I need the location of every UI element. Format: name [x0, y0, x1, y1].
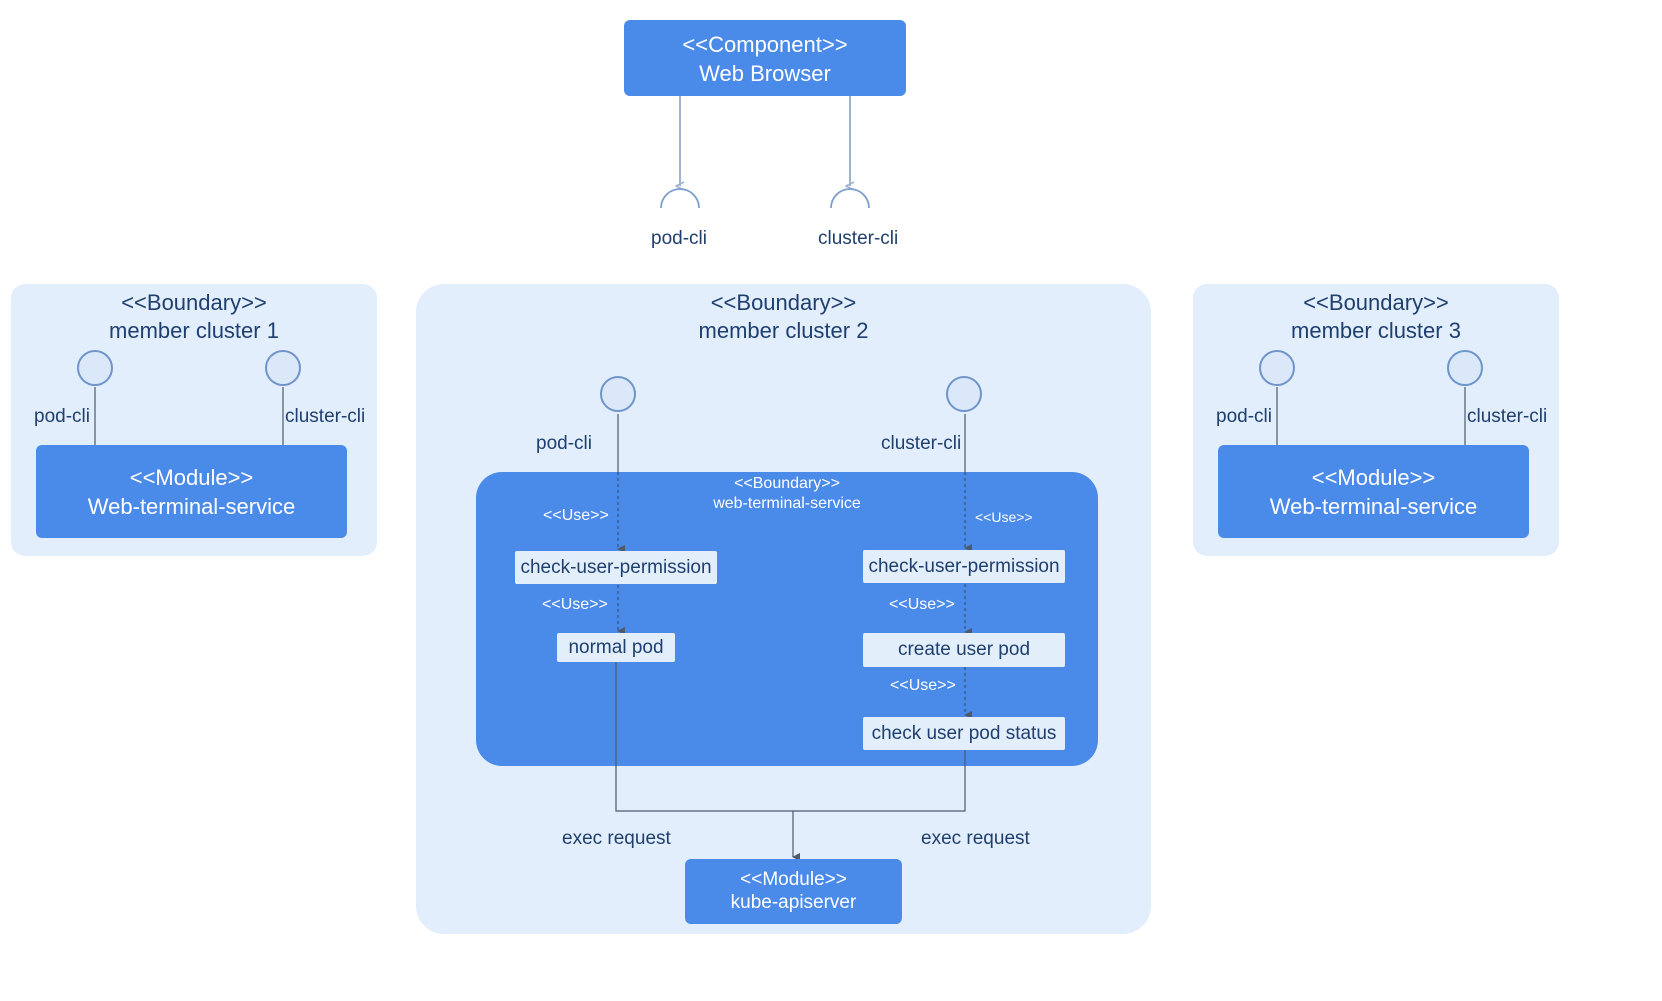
c2-pod-cli-label: pod-cli [536, 433, 592, 454]
web-browser-stereotype: <<Component>> [682, 32, 848, 57]
c3-pod-cli-interface-icon[interactable] [1259, 350, 1295, 386]
cluster1-name: member cluster 1 [109, 318, 279, 343]
c1-module-name: Web-terminal-service [87, 494, 296, 519]
use-label-4: <<Use>> [889, 596, 955, 613]
c3-web-terminal-module[interactable]: <<Module>> Web-terminal-service [1218, 445, 1529, 538]
c3-cluster-cli-interface-icon[interactable] [1447, 350, 1483, 386]
exec-request-right-label: exec request [921, 828, 1030, 849]
kube-apiserver-module[interactable]: <<Module>> kube-apiserver [685, 859, 902, 924]
c1-pod-cli-interface-icon[interactable] [77, 350, 113, 386]
normal-pod[interactable]: normal pod [557, 633, 675, 662]
pod-cli-socket-icon [660, 188, 700, 209]
exec-request-left-label: exec request [562, 828, 671, 849]
web-browser-component[interactable]: <<Component>> Web Browser [624, 20, 906, 96]
c3-pod-cli-label: pod-cli [1216, 406, 1272, 427]
cluster3-name: member cluster 3 [1291, 318, 1461, 343]
exec-request-left-line [615, 662, 793, 812]
use-label-2: <<Use>> [542, 596, 608, 613]
top-pod-cli-label: pod-cli [651, 228, 707, 249]
c3-cluster-cli-label: cluster-cli [1467, 406, 1548, 427]
web-browser-name: Web Browser [699, 61, 831, 86]
c1-cluster-cli-label: cluster-cli [285, 406, 366, 427]
create-user-pod[interactable]: create user pod [863, 633, 1065, 667]
c2-cluster-cli-label: cluster-cli [881, 433, 962, 454]
c3-module-name: Web-terminal-service [1269, 494, 1478, 519]
c3-module-stereotype: <<Module>> [1311, 465, 1436, 490]
check-user-pod-status[interactable]: check user pod status [863, 717, 1065, 750]
use-label-3: <<Use>> [975, 509, 1033, 525]
apiserver-stereotype: <<Module>> [740, 869, 847, 890]
cluster-cli-socket-icon [830, 188, 870, 209]
c1-cluster-cli-interface-icon[interactable] [265, 350, 301, 386]
right-check-user-permission[interactable]: check-user-permission [863, 550, 1065, 583]
c2-pod-cli-interface-icon[interactable] [600, 376, 636, 412]
inner-name: web-terminal-service [713, 495, 861, 512]
left-check-user-permission[interactable]: check-user-permission [515, 551, 717, 584]
c1-web-terminal-module[interactable]: <<Module>> Web-terminal-service [36, 445, 347, 538]
cluster1-stereotype: <<Boundary>> [121, 290, 267, 315]
c1-module-stereotype: <<Module>> [129, 465, 254, 490]
exec-request-right-line [793, 750, 966, 812]
use-label-5: <<Use>> [890, 677, 956, 694]
cluster2-name: member cluster 2 [698, 318, 869, 343]
top-cluster-cli-label: cluster-cli [818, 228, 899, 249]
apiserver-name: kube-apiserver [730, 892, 857, 913]
cluster3-stereotype: <<Boundary>> [1303, 290, 1449, 315]
inner-stereotype: <<Boundary>> [734, 475, 840, 492]
use-label-1: <<Use>> [543, 507, 609, 524]
cluster2-stereotype: <<Boundary>> [710, 290, 857, 315]
c1-pod-cli-label: pod-cli [34, 406, 90, 427]
c2-cluster-cli-interface-icon[interactable] [946, 376, 982, 412]
